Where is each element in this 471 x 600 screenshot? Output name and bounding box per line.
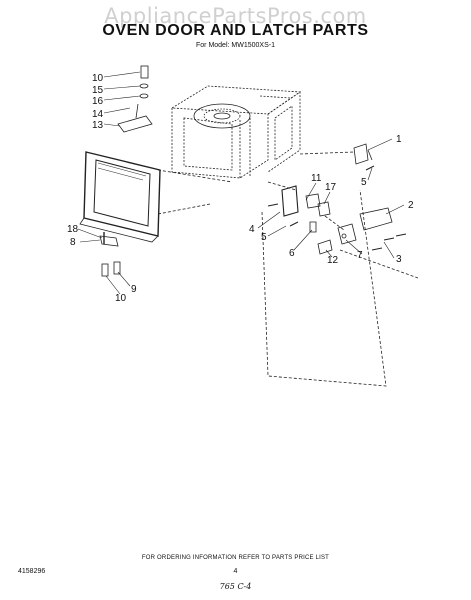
callout-11: 11 <box>311 173 322 184</box>
callout-17: 17 <box>325 182 337 193</box>
callout-13: 13 <box>92 120 104 131</box>
assembly-leader-lines <box>157 151 419 387</box>
callout-7: 7 <box>357 250 363 261</box>
callout-1: 1 <box>396 134 402 145</box>
ordering-note: FOR ORDERING INFORMATION REFER TO PARTS … <box>141 555 330 561</box>
callout-2: 2 <box>408 200 414 211</box>
lower-hinge-parts <box>99 232 121 277</box>
callout-5-lower: 5 <box>261 232 267 243</box>
callout-10-upper: 10 <box>92 73 104 84</box>
page-number: 4 <box>233 568 238 575</box>
callout-3: 3 <box>396 254 402 265</box>
door-panel <box>79 151 161 243</box>
latch-assembly <box>281 143 393 255</box>
callout-12: 12 <box>327 255 339 266</box>
callout-labels: 10 15 16 14 13 1 11 17 5 2 4 5 6 12 7 3 … <box>67 73 414 304</box>
upper-hinge-parts <box>117 65 153 133</box>
callout-leaders <box>77 71 405 295</box>
callout-14: 14 <box>92 109 104 120</box>
callout-8: 8 <box>70 237 76 248</box>
callout-15: 15 <box>92 85 104 96</box>
document-number: 4158296 <box>18 568 46 575</box>
diagram-title: OVEN DOOR AND LATCH PARTS <box>102 22 369 39</box>
turntable <box>193 103 251 129</box>
model-subtitle: For Model: MW1500XS-1 <box>196 42 275 49</box>
callout-10-lower: 10 <box>115 293 127 304</box>
callout-9: 9 <box>131 284 137 295</box>
screws <box>267 165 407 251</box>
callout-4: 4 <box>249 224 255 235</box>
callout-5-upper: 5 <box>361 177 367 188</box>
callout-6: 6 <box>289 248 295 259</box>
oven-cavity <box>170 85 302 179</box>
callout-18: 18 <box>67 224 79 235</box>
handwritten-note: 765 C-4 <box>219 582 252 591</box>
callout-16: 16 <box>92 96 104 107</box>
